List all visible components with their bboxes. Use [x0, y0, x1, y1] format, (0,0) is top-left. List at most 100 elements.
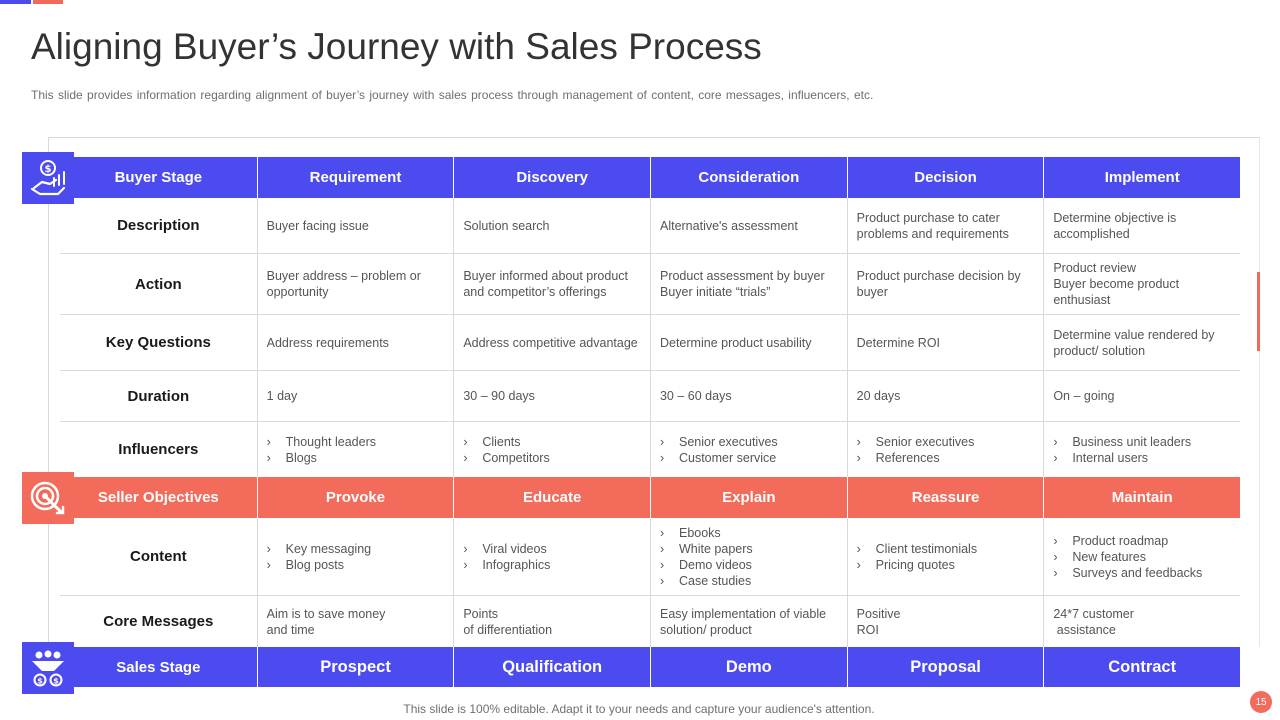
header-label: Qualification: [502, 657, 603, 676]
row-label: Duration: [127, 387, 190, 405]
svg-text:$: $: [37, 677, 43, 686]
table-cell: 30 – 60 days: [649, 371, 847, 421]
table-cell: 1 day: [256, 371, 454, 421]
table-cell: Buyer address – problem or opportunity: [256, 254, 454, 314]
bullet-list: Key messagingBlog posts: [267, 541, 371, 573]
header-label: Decision: [914, 169, 977, 186]
cell-text: Determine product usability: [659, 335, 812, 350]
table-cell: Points of differentiation: [453, 596, 650, 647]
header-cell: Prospect: [256, 647, 454, 687]
header-label: Implement: [1104, 169, 1180, 186]
header-label: Reassure: [911, 489, 980, 506]
header-label: Buyer Stage: [114, 169, 203, 186]
list-item: References: [857, 450, 975, 466]
table-cell: Aim is to save money and time: [256, 596, 454, 647]
header-cell: Demo: [650, 647, 847, 687]
table-cell: Alternative's assessment: [649, 198, 847, 253]
cell-text: Address competitive advantage: [463, 335, 638, 350]
cell-text: 1 day: [266, 389, 298, 403]
header-label: Discovery: [516, 169, 589, 186]
header-label: Prospect: [320, 657, 391, 676]
cell-text: 24*7 customer assistance: [1053, 606, 1134, 637]
row-label-cell: Content: [60, 518, 257, 595]
header-cell: Sales Stage: [60, 647, 257, 687]
team-funnel-icon: $ $: [22, 642, 74, 694]
table-cell: On – going: [1043, 371, 1240, 421]
table-cell: Buyer informed about product and competi…: [453, 254, 650, 314]
row-label-cell: Duration: [60, 371, 257, 421]
table-cell: Product review Buyer become product enth…: [1043, 254, 1240, 314]
table-cell: Viral videosInfographics: [453, 518, 650, 595]
list-item: Product roadmap: [1053, 533, 1202, 549]
cell-text: Solution search: [463, 218, 550, 233]
row-label-cell: Key Questions: [60, 315, 257, 370]
list-item: Blog posts: [267, 557, 371, 573]
cell-text: Product review Buyer become product enth…: [1053, 261, 1180, 307]
list-item: Thought leaders: [267, 434, 376, 450]
svg-text:$: $: [53, 677, 59, 686]
money-hand-icon: $: [22, 152, 74, 204]
team-funnel-icon-svg: $ $: [32, 650, 64, 687]
row-label: Key Questions: [105, 334, 211, 351]
header-label: Provoke: [325, 489, 386, 506]
frame-line: [48, 137, 1260, 138]
cell-text: Buyer facing issue: [266, 218, 369, 233]
list-item: Demo videos: [660, 557, 753, 573]
list-item: Blogs: [267, 450, 376, 466]
table-cell: Senior executivesCustomer service: [649, 422, 847, 477]
list-item: Pricing quotes: [857, 557, 977, 573]
table-row-key-questions: Key Questions Address requirements Addre…: [60, 315, 1240, 371]
header-cell: Explain: [650, 477, 847, 518]
page-title: Aligning Buyer’s Journey with Sales Proc…: [31, 26, 762, 67]
header-cell: Qualification: [453, 647, 651, 687]
table-cell: ClientsCompetitors: [453, 422, 650, 477]
cell-text: 30 – 60 days: [659, 389, 732, 403]
table-cell: 20 days: [846, 371, 1044, 421]
bullet-list: Senior executivesCustomer service: [660, 434, 778, 466]
cell-text: 30 – 90 days: [463, 389, 535, 403]
header-label: Maintain: [1111, 489, 1173, 506]
table-cell: Solution search: [453, 198, 650, 253]
list-item: Internal users: [1053, 450, 1191, 466]
cell-text: Product purchase decision by buyer: [856, 269, 1021, 299]
table-cell: Product purchase decision by buyer: [846, 254, 1044, 314]
list-item: Senior executives: [660, 434, 778, 450]
cell-text: Easy implementation of viable solution/ …: [659, 606, 827, 637]
bullet-list: Viral videosInfographics: [463, 541, 550, 573]
header-label: Proposal: [910, 657, 981, 676]
table-cell: Client testimonialsPricing quotes: [846, 518, 1044, 595]
header-cell: Reassure: [846, 477, 1044, 518]
table-cell: Determine product usability: [649, 315, 847, 370]
list-item: Business unit leaders: [1053, 434, 1191, 450]
table-cell: EbooksWhite papersDemo videosCase studie…: [649, 518, 847, 595]
row-label: Influencers: [118, 441, 199, 458]
svg-text:$: $: [45, 164, 52, 175]
cell-text: Alternative's assessment: [659, 218, 798, 233]
cell-text: Address requirements: [266, 335, 389, 350]
cell-text: Buyer address – problem or opportunity: [266, 269, 421, 299]
top-accent-bar-blue: [0, 0, 31, 4]
table-cell: Address competitive advantage: [453, 315, 650, 370]
table-cell: Product assessment by buyer Buyer initia…: [649, 254, 847, 314]
header-cell: Proposal: [846, 647, 1044, 687]
page-subtitle: This slide provides information regardin…: [31, 88, 874, 102]
list-item: White papers: [660, 541, 753, 557]
list-item: Viral videos: [463, 541, 550, 557]
header-label: Explain: [722, 489, 776, 506]
cell-text: Determine ROI: [856, 335, 941, 350]
cell-text: 20 days: [856, 389, 901, 403]
table-cell: Buyer facing issue: [256, 198, 454, 253]
table-row-core-messages: Core Messages Aim is to save money and t…: [60, 596, 1240, 647]
bullet-list: EbooksWhite papersDemo videosCase studie…: [660, 525, 753, 589]
list-item: Senior executives: [857, 434, 975, 450]
header-cell: Buyer Stage: [60, 157, 257, 198]
table-cell: 24*7 customer assistance: [1043, 596, 1240, 647]
header-cell: Seller Objectives: [60, 477, 257, 518]
table-cell: Determine value rendered by product/ sol…: [1043, 315, 1240, 370]
header-label: Contract: [1108, 657, 1177, 676]
list-item: Case studies: [660, 573, 753, 589]
list-item: Client testimonials: [857, 541, 977, 557]
cell-text: Product assessment by buyer Buyer initia…: [659, 269, 825, 299]
frame-line: [48, 137, 49, 647]
header-cell: Educate: [453, 477, 651, 518]
